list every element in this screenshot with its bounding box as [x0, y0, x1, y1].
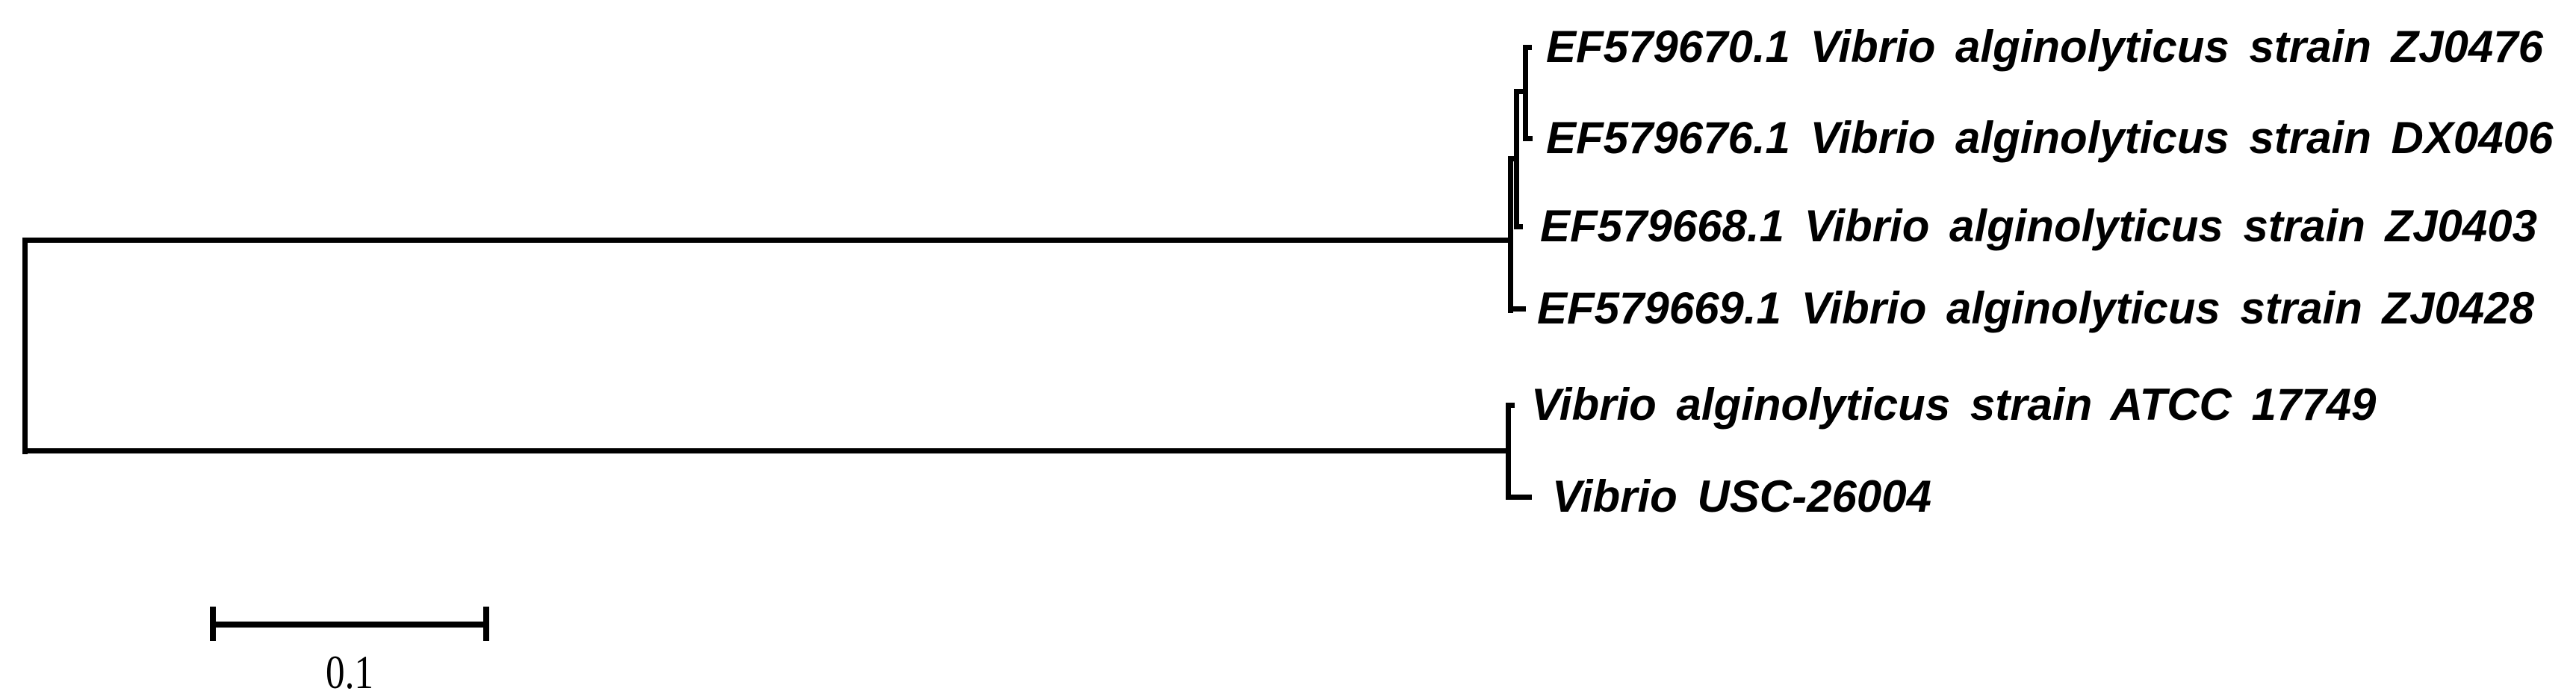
taxon-label-zj0428: EF579669.1 Vibrio alginolyticus strain Z…	[1537, 283, 2535, 333]
branch-root-vertical	[22, 238, 28, 454]
branch-tip-atcc17749	[1506, 403, 1515, 408]
branch-nodeC-to-nodeB	[1508, 156, 1519, 161]
branch-lower-clade-horizontal	[22, 448, 1511, 453]
branch-tip-dx0406	[1523, 136, 1533, 141]
taxon-label-dx0406: EF579676.1 Vibrio alginolyticus strain D…	[1546, 113, 2554, 163]
branch-nodeB-vertical	[1514, 89, 1519, 229]
taxon-label-zj0476: EF579670.1 Vibrio alginolyticus strain Z…	[1546, 22, 2544, 72]
branch-nodeD-vertical	[1506, 403, 1511, 499]
branch-nodeB-to-nodeA	[1514, 89, 1528, 94]
scale-bar-left-tick	[210, 607, 216, 641]
branch-tip-usc26004	[1506, 495, 1532, 500]
taxon-label-atcc17749: Vibrio alginolyticus strain ATCC 17749	[1531, 380, 2377, 430]
branch-nodeC-vertical	[1508, 156, 1513, 313]
branch-tip-zj0403	[1514, 224, 1523, 229]
taxon-label-usc26004: Vibrio USC-26004	[1552, 471, 1931, 521]
branch-tip-zj0476	[1523, 45, 1532, 50]
taxon-label-zj0403: EF579668.1 Vibrio alginolyticus strain Z…	[1540, 201, 2538, 251]
branch-tip-zj0428	[1508, 306, 1526, 312]
scale-bar	[213, 622, 486, 628]
scale-bar-label: 0.1	[325, 645, 373, 699]
scale-bar-right-tick	[483, 607, 489, 641]
branch-nodeA-vertical	[1523, 45, 1528, 141]
branch-upper-clade-horizontal	[22, 238, 1513, 243]
